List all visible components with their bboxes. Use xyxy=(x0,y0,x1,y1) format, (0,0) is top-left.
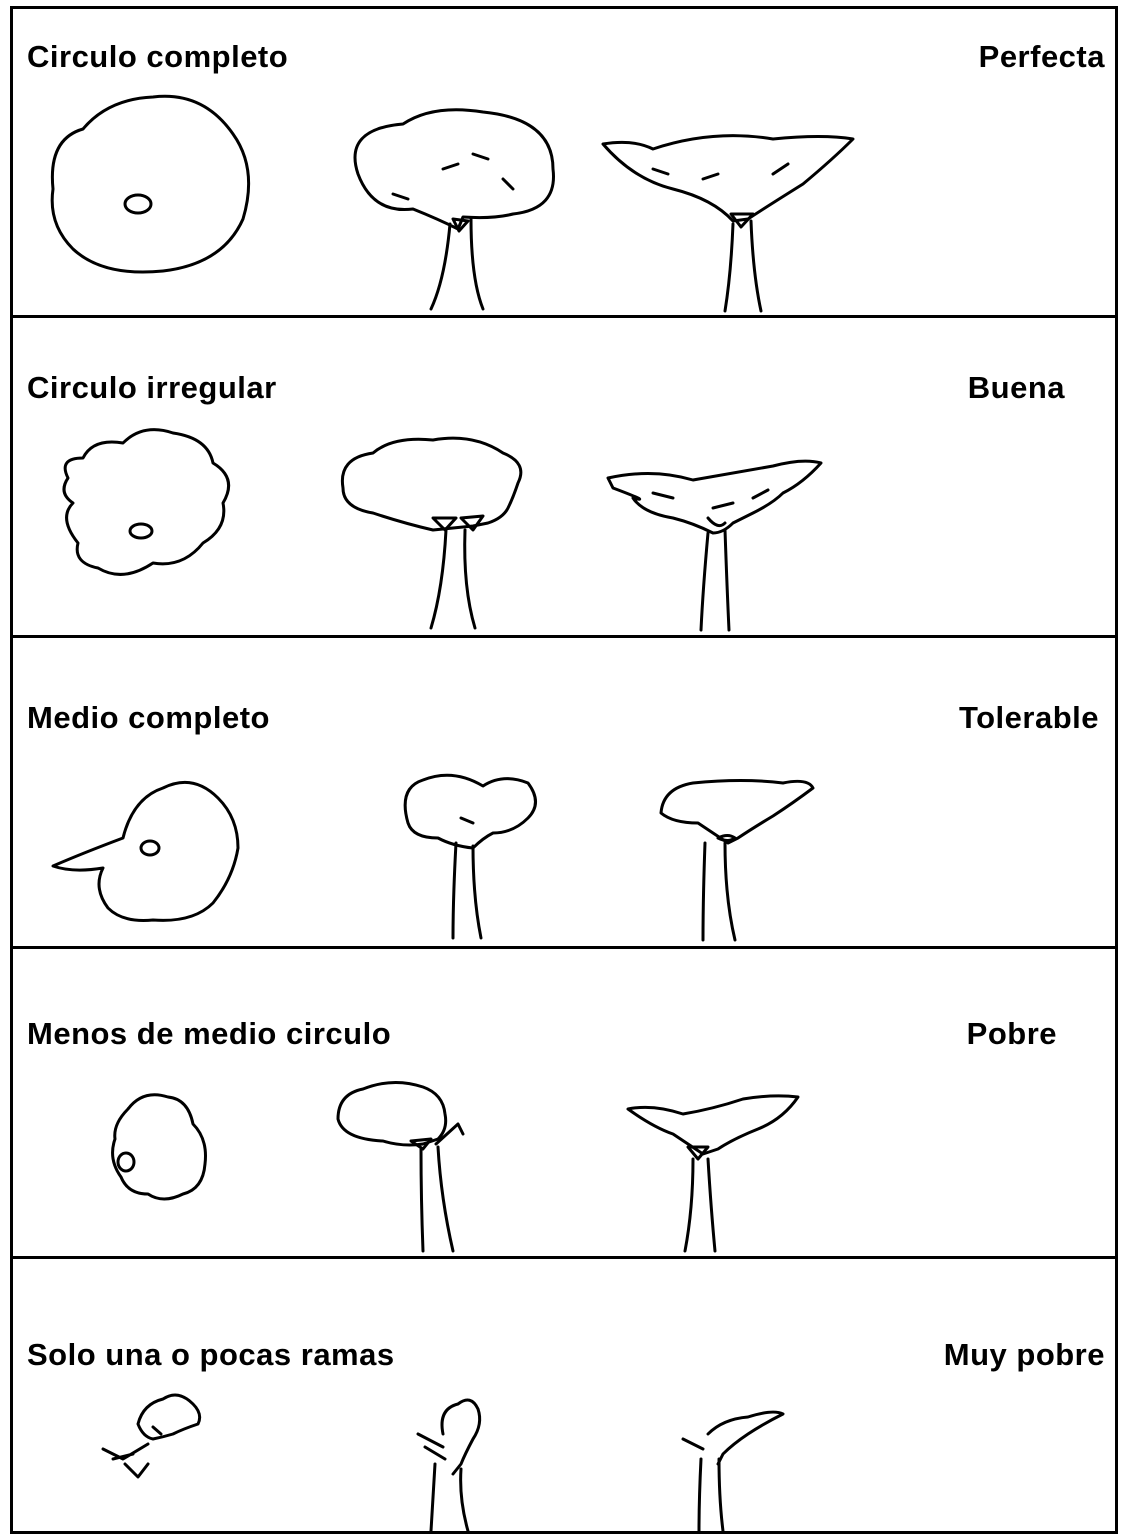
tree-side-view-icon xyxy=(355,110,554,309)
row-figures xyxy=(13,949,1115,1259)
tree-front-view-icon xyxy=(683,1412,783,1531)
tree-side-view-icon xyxy=(405,775,535,938)
tree-front-view-icon xyxy=(608,461,821,630)
tree-front-view-icon xyxy=(628,1096,798,1251)
row-figures xyxy=(13,638,1115,949)
crown-classification-diagram: Circulo completo Perfecta Circulo irregu xyxy=(10,6,1118,1534)
tree-side-view-icon xyxy=(338,1082,463,1251)
crown-top-view-icon xyxy=(64,430,229,575)
row-perfecta: Circulo completo Perfecta xyxy=(13,9,1115,318)
row-pobre: Menos de medio circulo Pobre xyxy=(13,949,1115,1259)
tree-side-view-icon xyxy=(342,438,520,628)
row-muy-pobre: Solo una o pocas ramas Muy pobre xyxy=(13,1259,1115,1531)
row-figures xyxy=(13,1259,1115,1531)
crown-top-view-icon xyxy=(52,96,248,272)
row-figures xyxy=(13,9,1115,318)
tree-front-view-icon xyxy=(603,136,853,311)
crown-top-view-icon xyxy=(53,782,238,920)
tree-side-view-icon xyxy=(418,1400,480,1531)
row-buena: Circulo irregular Buena xyxy=(13,318,1115,638)
crown-top-view-icon xyxy=(103,1395,200,1477)
crown-top-view-icon xyxy=(113,1095,206,1199)
tree-front-view-icon xyxy=(661,781,813,941)
row-tolerable: Medio completo Tolerable xyxy=(13,638,1115,949)
row-figures xyxy=(13,318,1115,638)
